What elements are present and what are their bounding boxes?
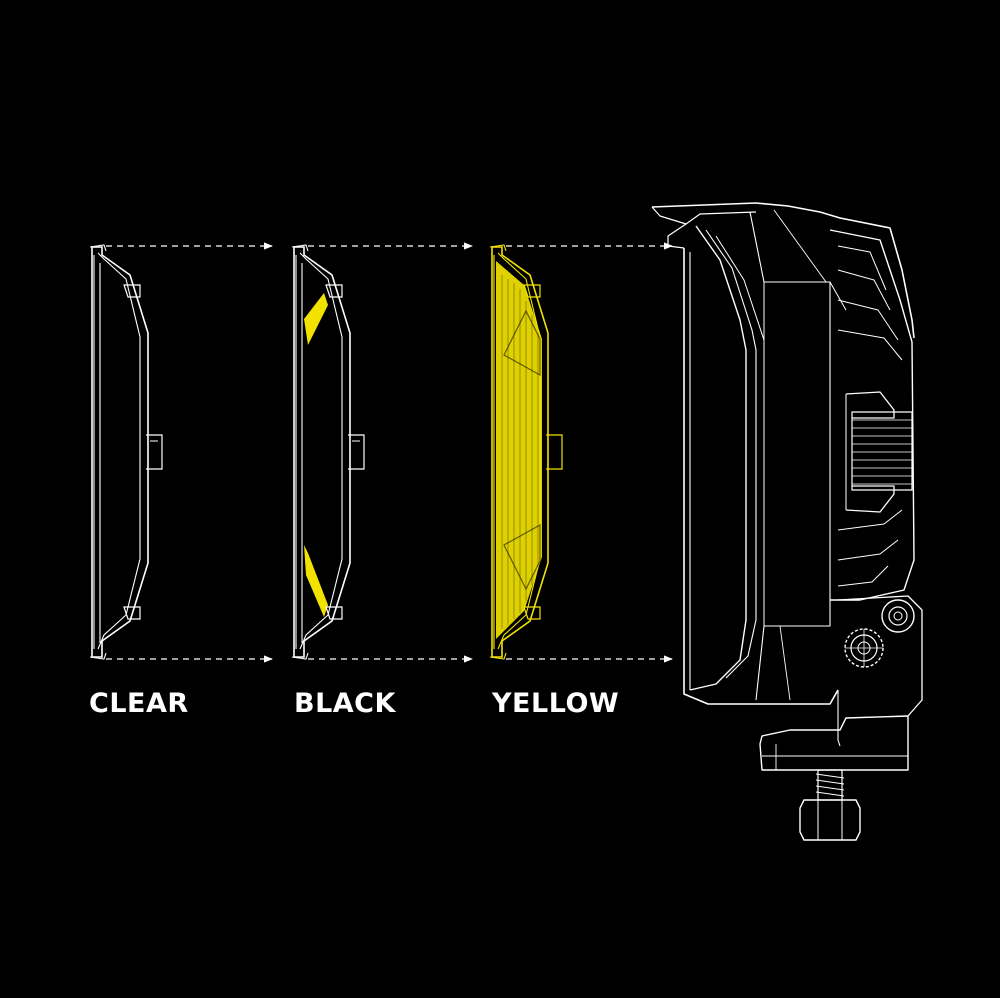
light-housing	[651, 202, 923, 771]
lens-cover-yellow	[489, 244, 563, 660]
adjustment-knob-upper	[881, 599, 915, 633]
mounting-bolt	[799, 769, 861, 841]
label-clear: CLEAR	[89, 688, 189, 719]
yellow-lens-fill	[496, 261, 542, 639]
lens-cover-clear	[89, 244, 163, 660]
black-lens-top-accent	[304, 293, 328, 345]
label-yellow: YELLOW	[492, 688, 620, 719]
black-lens-bottom-accent	[304, 545, 328, 617]
dashed-arrows	[106, 242, 673, 663]
lens-cover-black	[291, 244, 365, 660]
label-black: BLACK	[294, 688, 396, 719]
adjustment-knob-lower	[844, 628, 884, 668]
